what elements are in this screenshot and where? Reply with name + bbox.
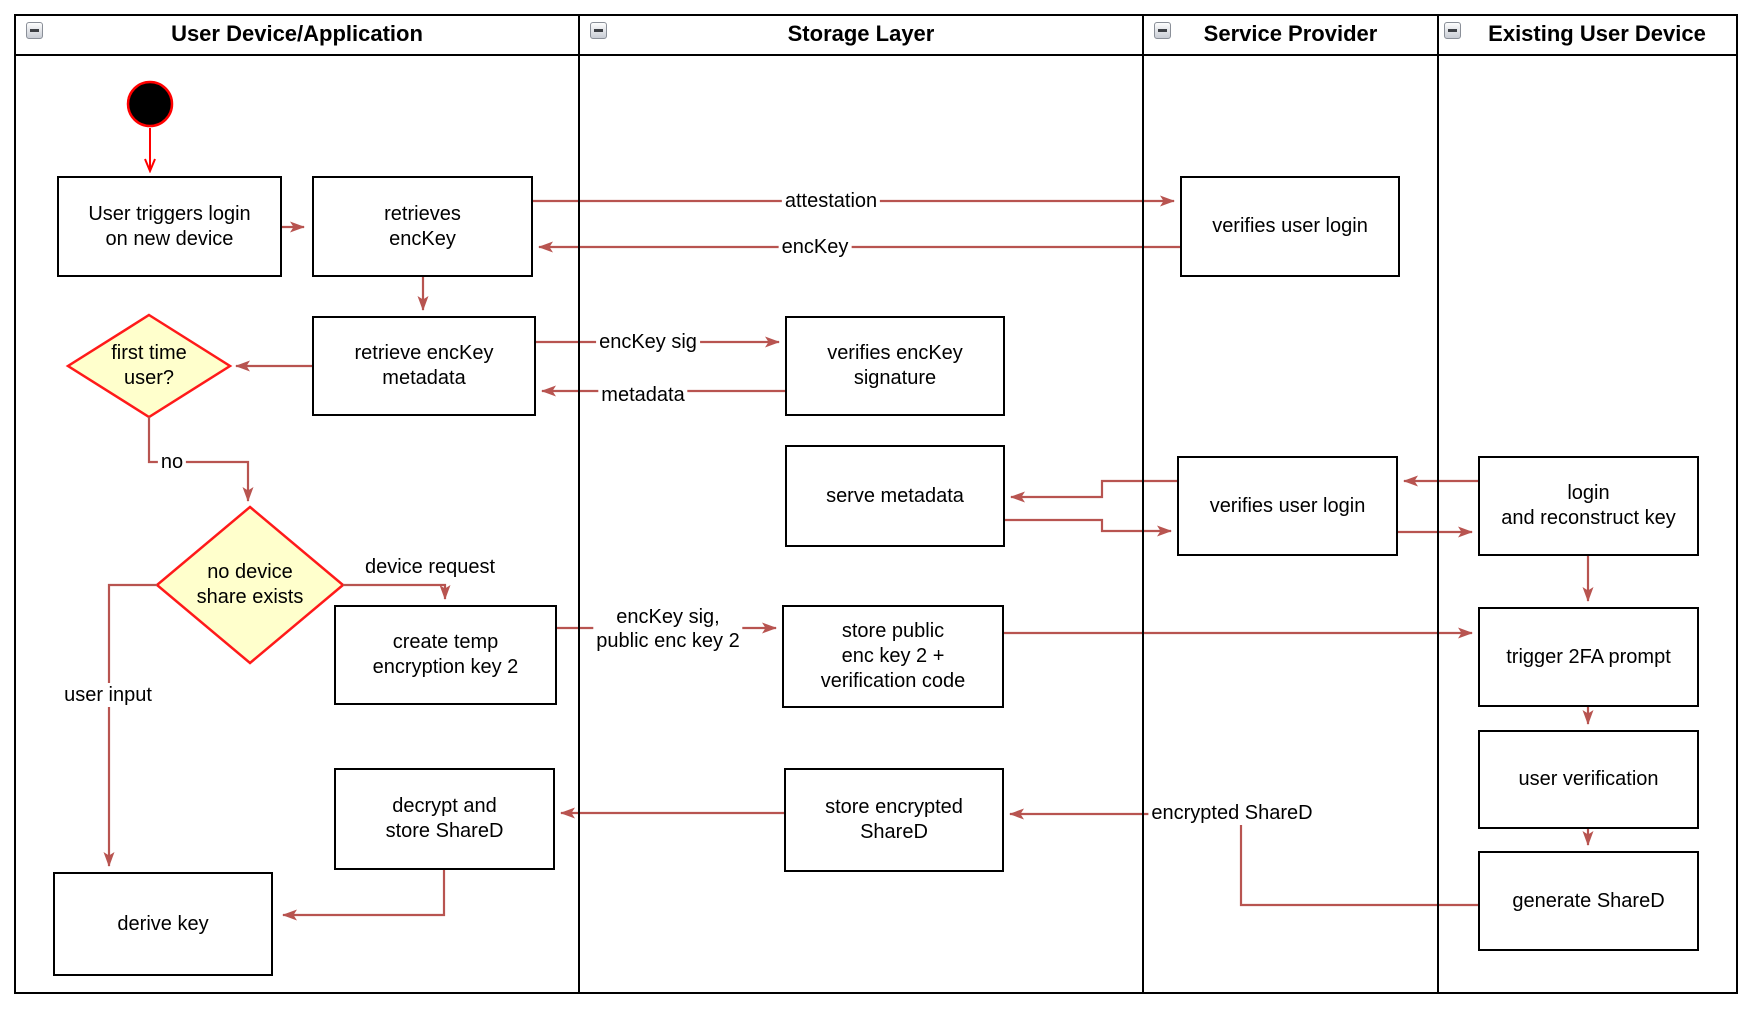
edge-label-encrypted-shared[interactable]: encrypted ShareD (1148, 801, 1316, 825)
node-decrypt-and-store-shared[interactable]: decrypt and store ShareD (334, 768, 555, 870)
edge-label-device-request[interactable]: device request (361, 555, 499, 579)
node-verifies-enckey-signature[interactable]: verifies encKey signature (785, 316, 1005, 416)
node-login-and-reconstruct-key[interactable]: login and reconstruct key (1478, 456, 1699, 556)
edge-label-user-input[interactable]: user input (61, 683, 155, 707)
edge-no-branch[interactable] (147, 417, 254, 502)
collapse-icon[interactable] (590, 22, 607, 39)
edge-verifies-to-serve[interactable] (1010, 479, 1177, 503)
node-verifies-user-login-mid[interactable]: verifies user login (1177, 456, 1398, 556)
edge-decrypt-to-derive[interactable] (282, 870, 446, 921)
lane-header-user-device[interactable]: User Device/Application (16, 14, 578, 54)
edge-label-enckey-sig[interactable]: encKey sig (596, 330, 700, 354)
collapse-icon[interactable] (26, 22, 43, 39)
node-serve-metadata[interactable]: serve metadata (785, 445, 1005, 547)
lane-title-service-provider: Service Provider (1203, 21, 1378, 46)
edge-encrypted-shared[interactable] (1009, 808, 1478, 907)
lane-header-existing-device[interactable]: Existing User Device (1452, 14, 1742, 54)
edge-label-enckey[interactable]: encKey (778, 235, 852, 259)
lane-divider-1 (578, 14, 580, 994)
collapse-icon[interactable] (1444, 22, 1461, 39)
lane-header-service-provider[interactable]: Service Provider (1144, 14, 1437, 54)
node-derive-key[interactable]: derive key (53, 872, 273, 976)
lane-divider-2 (1142, 14, 1144, 994)
edge-label-attestation[interactable]: attestation (781, 189, 881, 213)
node-store-encrypted-shared[interactable]: store encrypted ShareD (784, 768, 1004, 872)
decision-label-no-device-share: no device share exists (196, 561, 304, 608)
lane-header-storage-layer[interactable]: Storage Layer (580, 14, 1142, 54)
edge-serve-to-verifies[interactable] (1005, 518, 1172, 537)
node-retrieves-enckey[interactable]: retrieves encKey (312, 176, 533, 277)
node-generate-shared[interactable]: generate ShareD (1478, 851, 1699, 951)
edge-label-metadata[interactable]: metadata (598, 383, 688, 407)
collapse-icon[interactable] (1154, 22, 1171, 39)
node-trigger-2fa-prompt[interactable]: trigger 2FA prompt (1478, 607, 1699, 707)
swimlane-frame (14, 14, 1738, 994)
lane-header-separator (14, 54, 1738, 56)
node-retrieve-enckey-metadata[interactable]: retrieve encKey metadata (312, 316, 536, 416)
lane-divider-3 (1437, 14, 1439, 994)
start-node[interactable] (126, 80, 174, 128)
node-user-verification[interactable]: user verification (1478, 730, 1699, 829)
node-store-public-enc-key[interactable]: store public enc key 2 + verification co… (782, 605, 1004, 708)
edge-device-request[interactable] (343, 583, 451, 600)
edge-label-no[interactable]: no (157, 450, 187, 474)
node-verifies-user-login-top[interactable]: verifies user login (1180, 176, 1400, 277)
node-create-temp-encryption-key[interactable]: create temp encryption key 2 (334, 605, 557, 705)
decision-no-device-share[interactable] (155, 505, 345, 665)
decision-label-first-time-user: first time user? (111, 342, 187, 389)
edge-label-enckey-sig-public[interactable]: encKey sig, public enc key 2 (593, 605, 743, 653)
lane-title-user-device: User Device/Application (171, 21, 423, 46)
edge-user-input[interactable] (103, 583, 157, 867)
lane-title-storage-layer: Storage Layer (787, 21, 935, 46)
node-user-triggers-login[interactable]: User triggers login on new device (57, 176, 282, 277)
lane-title-existing-device: Existing User Device (1488, 21, 1706, 46)
